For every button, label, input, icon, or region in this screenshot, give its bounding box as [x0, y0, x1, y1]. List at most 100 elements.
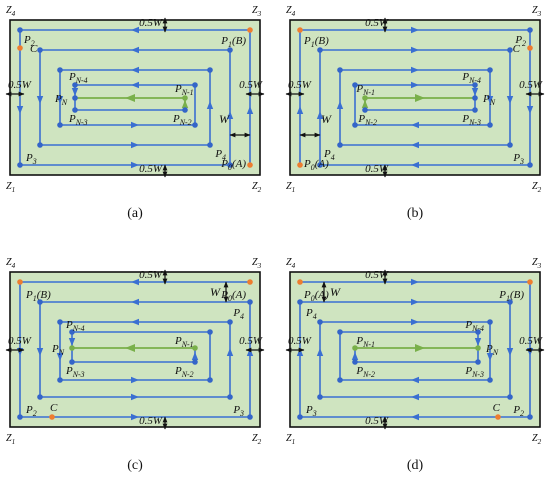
- node: [57, 377, 63, 383]
- final-pass-arrow: [415, 344, 425, 352]
- dim-label-right: 0.5W: [288, 335, 312, 347]
- node: [487, 319, 493, 325]
- dim-label-inner-w: W: [210, 285, 221, 299]
- node: [487, 377, 493, 383]
- label-p3: P3: [305, 404, 317, 418]
- label-pn-1: PN-1: [355, 83, 375, 97]
- node: [37, 47, 43, 53]
- direction-arrow: [226, 348, 234, 356]
- node: [207, 142, 213, 148]
- point-pn-3: [475, 359, 481, 365]
- label-p4: P4: [323, 148, 335, 162]
- direction-arrow: [411, 81, 419, 89]
- point-pn-4: [69, 329, 75, 335]
- direction-arrow: [131, 413, 139, 421]
- direction-arrow: [131, 141, 139, 149]
- node: [207, 67, 213, 73]
- direction-arrow: [506, 96, 514, 104]
- dim-label-bottom: 0.5W: [139, 415, 163, 427]
- corner-label-z4: Z4: [6, 5, 16, 18]
- label-pn-3: PN-3: [65, 365, 85, 379]
- node: [487, 67, 493, 73]
- direction-arrow: [351, 352, 359, 360]
- node: [192, 122, 198, 128]
- dim-label-bottom: 0.5W: [139, 163, 163, 175]
- corner-label-z1: Z1: [6, 433, 15, 446]
- label-pn-1: PN-1: [174, 83, 194, 97]
- label-pn-1: PN-1: [174, 335, 194, 349]
- direction-arrow: [486, 96, 494, 104]
- node: [207, 377, 213, 383]
- node: [37, 299, 43, 305]
- point-p2: [17, 27, 23, 33]
- direction-arrow: [131, 298, 139, 306]
- direction-arrow: [131, 46, 139, 54]
- final-pass-arrow: [181, 100, 189, 108]
- direction-arrow: [411, 298, 419, 306]
- direction-arrow: [36, 96, 44, 104]
- node: [352, 122, 358, 128]
- node: [192, 82, 198, 88]
- direction-arrow: [486, 353, 494, 361]
- dim-label-top: 0.5W: [139, 17, 163, 29]
- dim-label-left: 0.5W: [519, 79, 543, 91]
- point-pn-2: [362, 107, 368, 113]
- label-p2: P2: [514, 34, 526, 48]
- direction-arrow: [246, 106, 254, 114]
- label-p2: P2: [23, 34, 35, 48]
- label-p4: P4: [214, 148, 226, 162]
- final-pass-arrow: [361, 100, 369, 108]
- point-p1: [297, 27, 303, 33]
- direction-arrow: [411, 121, 419, 129]
- label-p3: P3: [25, 152, 37, 166]
- point-p1: [527, 279, 533, 285]
- label-pn-3: PN-3: [461, 113, 481, 127]
- point-p2: [527, 27, 533, 33]
- corner-label-z1: Z1: [6, 181, 15, 194]
- node: [57, 122, 63, 128]
- point-c: [17, 45, 23, 51]
- point-pn-4: [72, 82, 78, 88]
- direction-arrow: [316, 111, 324, 119]
- panel-caption: (d): [407, 458, 424, 473]
- start-point-p0: [247, 279, 253, 285]
- dim-label-inner-w: W: [219, 112, 230, 126]
- point-p4: [227, 162, 233, 168]
- point-p3: [17, 162, 23, 168]
- point-c: [495, 414, 501, 420]
- direction-arrow: [191, 352, 199, 360]
- final-pass-arrow: [415, 94, 425, 102]
- label-p3: P3: [512, 152, 524, 166]
- label-c: C: [50, 402, 58, 414]
- direction-arrow: [131, 161, 139, 169]
- label-p4: P4: [305, 307, 317, 321]
- dim-label-left: 0.5W: [8, 79, 32, 91]
- point-p3: [297, 414, 303, 420]
- label-pn-2: PN-2: [357, 113, 377, 127]
- label-pn-4: PN-4: [65, 319, 85, 333]
- point-p4: [297, 299, 303, 305]
- node: [57, 67, 63, 73]
- direction-arrow: [411, 318, 419, 326]
- point-pn: [69, 345, 75, 351]
- direction-arrow: [526, 106, 534, 114]
- node: [487, 122, 493, 128]
- direction-arrow: [56, 96, 64, 104]
- direction-arrow: [474, 338, 482, 346]
- point-pn: [475, 345, 481, 351]
- corner-label-z3: Z3: [532, 257, 542, 270]
- point-pn-3: [472, 107, 478, 113]
- point-pn-3: [69, 359, 75, 365]
- corner-label-z4: Z4: [286, 257, 296, 270]
- corner-label-z4: Z4: [286, 5, 296, 18]
- start-point-p0: [297, 162, 303, 168]
- direction-arrow: [131, 66, 139, 74]
- corner-label-z1: Z1: [286, 433, 295, 446]
- point-c: [527, 45, 533, 51]
- final-pass-arrow: [125, 344, 135, 352]
- direction-arrow: [411, 46, 419, 54]
- point-pn-2: [352, 359, 358, 365]
